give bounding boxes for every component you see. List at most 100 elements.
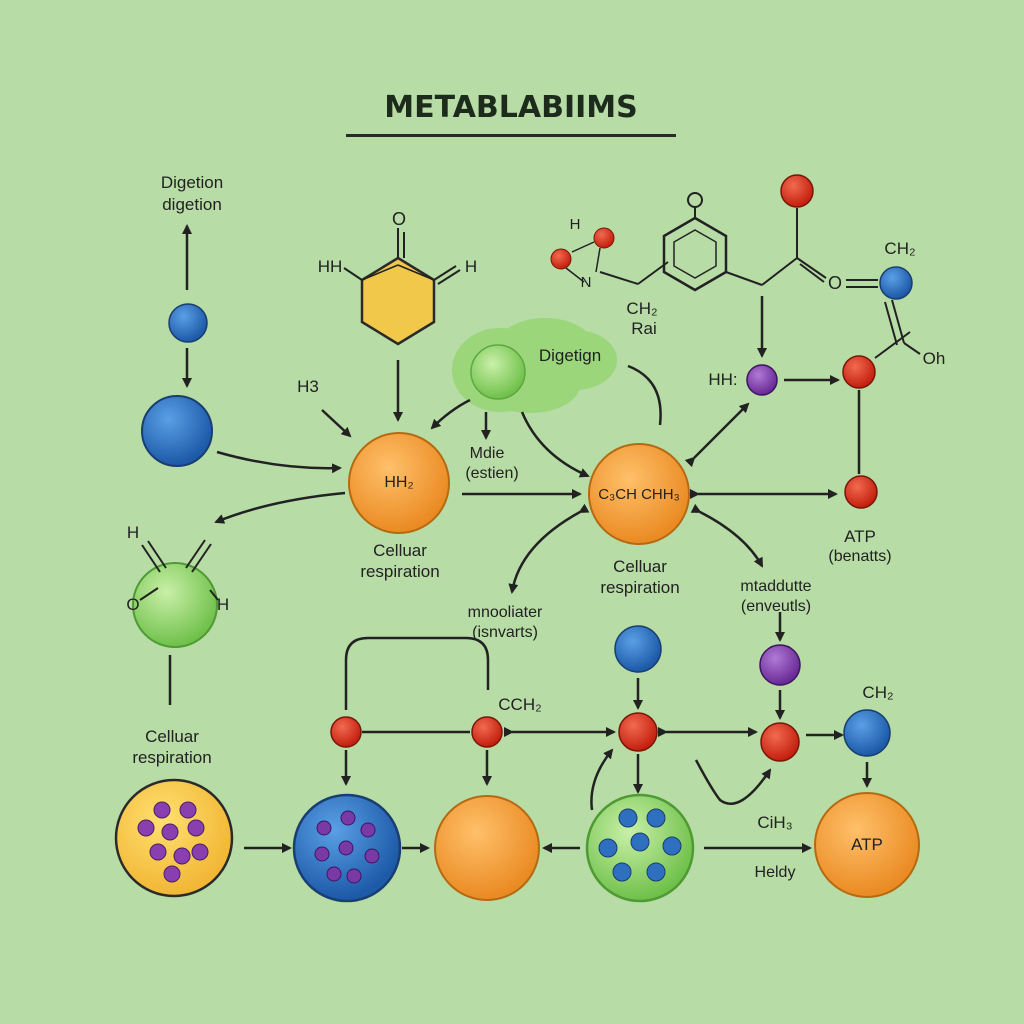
green-cell-dots — [598, 808, 682, 882]
label-hh-right: HH: — [708, 370, 738, 389]
title-underline — [346, 134, 676, 137]
blue-node-top-mid — [614, 625, 662, 673]
bond-1 — [141, 544, 161, 573]
label-ch2-top-mid: CH₂ — [626, 299, 658, 318]
bond-4 — [191, 543, 212, 573]
bond-oh-1 — [884, 301, 898, 346]
red-node-l4 — [760, 722, 800, 762]
small-blue-molecule — [168, 303, 208, 343]
ring-oxygen — [687, 192, 703, 208]
red-atom-top-right — [780, 174, 814, 208]
red-atom-right-1 — [842, 355, 876, 389]
bond-chain-up — [761, 257, 798, 286]
benzene-ring — [662, 216, 728, 292]
curve-cloud-right — [627, 364, 662, 426]
label-atp-1b: (benatts) — [828, 548, 892, 565]
orange-node-cch — [588, 443, 690, 545]
arrow-h3-to-hh2 — [321, 409, 352, 438]
orange-node-hh2 — [348, 432, 450, 534]
ring-inner-2 — [397, 264, 435, 281]
curve-l4-wave — [694, 759, 772, 805]
arrow-cch-to-lower-left — [508, 503, 590, 594]
arrow-cch-to-mtaddutte — [690, 503, 764, 568]
bond-oh-2 — [891, 299, 905, 344]
blue-cell-dots — [314, 810, 380, 884]
benzene-ring-inner — [673, 229, 717, 279]
label-heldy: Heldy — [754, 864, 796, 881]
bond-6 — [209, 589, 219, 601]
red-node-l3 — [618, 712, 658, 752]
diagram-title: METABLABIIMS — [384, 90, 638, 125]
label-h-top: H — [569, 216, 581, 233]
label-mdie-1: Mdie — [469, 445, 505, 462]
red-atom-top-small-2 — [550, 248, 572, 270]
arrow-cloud-to-hh2 — [430, 398, 471, 430]
large-blue-molecule — [141, 395, 213, 467]
label-o-green: O — [126, 595, 140, 614]
arrow-blue-to-hh2 — [216, 450, 342, 474]
bond-3 — [185, 539, 206, 569]
label-cellular-2b: respiration — [600, 578, 680, 597]
label-node-hh2: HH₂ — [384, 474, 414, 491]
label-hh-left: HH — [317, 257, 343, 276]
bond-ring-right — [433, 265, 457, 281]
bond-ring-right-chain — [725, 271, 763, 286]
bond-n-3 — [595, 247, 601, 273]
label-cellular-1b: respiration — [360, 562, 440, 581]
red-atom-right-2 — [844, 475, 878, 509]
purple-node-mid — [759, 644, 801, 686]
label-ch2-bottom-right: CH₂ — [862, 683, 894, 702]
bond-ring-left — [343, 267, 363, 281]
label-h3: H3 — [297, 377, 319, 396]
green-molecule-cloud — [470, 344, 526, 400]
label-mnooliater-2: (isnvarts) — [472, 624, 538, 641]
bond-n-2 — [565, 267, 585, 283]
label-h-right: H — [464, 257, 478, 276]
purple-atom-right — [746, 364, 778, 396]
green-molecule-left — [132, 562, 218, 648]
label-mtaddutte-2: (enveutls) — [740, 598, 812, 615]
label-n-top: N — [580, 274, 592, 291]
label-node-cch: C₃CH CHH₃ — [598, 486, 680, 503]
arrow-green-cell-up — [590, 748, 614, 811]
label-cellular-2a: Celluar — [613, 557, 667, 576]
label-h-green-right: H — [216, 595, 230, 614]
arrow-hh2-to-green — [214, 491, 346, 524]
red-node-l1 — [330, 716, 362, 748]
label-mtaddutte-1: mtaddutte — [740, 578, 812, 595]
label-mdie-2: (estien) — [465, 465, 519, 482]
orange-cell — [434, 795, 540, 901]
blue-node-right — [843, 709, 891, 757]
yellow-cell-dots — [137, 801, 209, 883]
bond-n-1 — [571, 241, 595, 253]
label-digestion-1: Digetion — [160, 173, 224, 192]
bond-c-o — [796, 257, 827, 279]
label-h-green-top: H — [126, 523, 140, 542]
yellow-hexagon — [360, 256, 436, 346]
bond-2 — [147, 540, 167, 569]
bond-5 — [139, 587, 159, 601]
bond-oh-3 — [903, 342, 921, 355]
label-cih3: CiH₃ — [757, 813, 793, 832]
orange-atp-cell — [814, 792, 920, 898]
label-rai: Rai — [631, 319, 657, 338]
loop-bracket — [344, 636, 490, 710]
ring-inner-1 — [361, 264, 399, 281]
label-cch2: CCH₂ — [498, 695, 542, 714]
label-cellular-1a: Celluar — [373, 541, 427, 560]
label-mnooliater-1: mnooliater — [467, 604, 543, 621]
label-digestion-2: digetion — [162, 195, 222, 214]
label-ch2-top-right: CH₂ — [884, 239, 916, 258]
bond-n-chain — [599, 271, 639, 285]
bond-c-o-2 — [799, 263, 825, 283]
red-node-l2 — [471, 716, 503, 748]
bond-ring-right-2 — [437, 269, 461, 285]
bond-red-up — [874, 331, 911, 359]
blue-atom-top-right — [879, 266, 913, 300]
label-o-right: O — [827, 273, 842, 293]
red-atom-top-small — [593, 227, 615, 249]
label-digestion-cloud: Digetign — [538, 346, 602, 365]
label-atp-node: ATP — [851, 835, 883, 854]
arrow-cch-hh-purple — [684, 402, 750, 468]
